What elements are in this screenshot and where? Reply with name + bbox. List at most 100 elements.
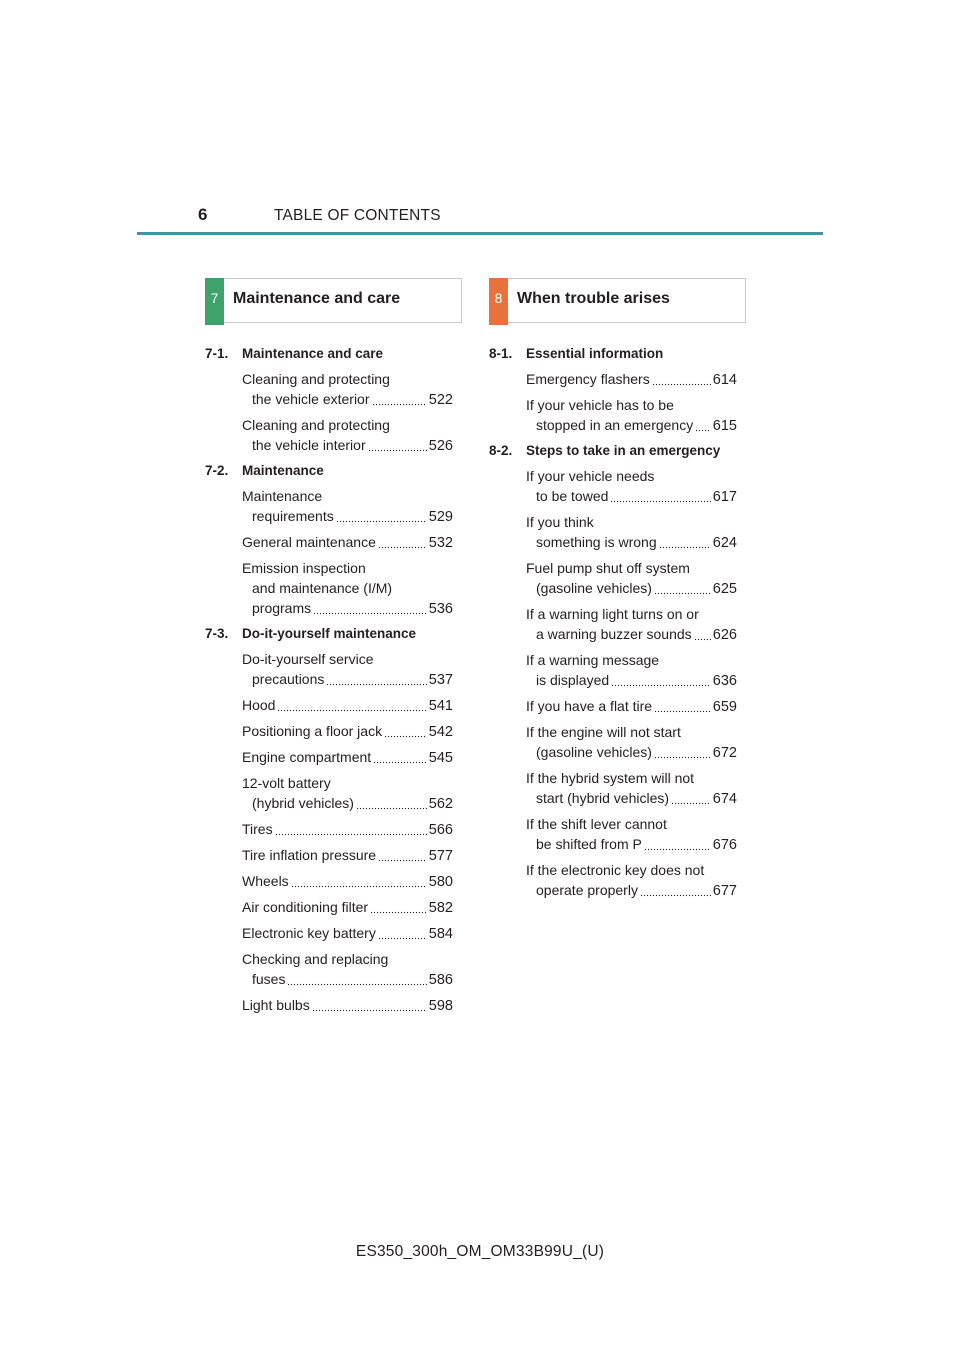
- page-ref: 541: [428, 698, 453, 714]
- toc-entry-text: to be towed: [536, 488, 609, 504]
- page-ref: 545: [428, 750, 453, 766]
- toc-entry-text: Fuel pump shut off system: [526, 560, 690, 576]
- dot-leader: [326, 672, 427, 686]
- section-7-header: 7 Maintenance and care: [205, 278, 462, 325]
- toc-entry[interactable]: 12-volt battery(hybrid vehicles)562: [242, 773, 453, 814]
- toc-entry-text: Emergency flashers: [526, 371, 650, 387]
- dot-leader: [378, 848, 427, 862]
- dot-leader: [311, 998, 427, 1012]
- toc-entry-text: stopped in an emergency: [536, 417, 694, 433]
- page-ref: 614: [712, 372, 737, 388]
- toc-entry-text: start (hybrid vehicles): [536, 790, 670, 806]
- dot-leader: [277, 698, 427, 712]
- toc-entry-text: Cleaning and protecting: [242, 417, 390, 433]
- toc-entry-text: Do-it-yourself service: [242, 651, 374, 667]
- toc-entry-text: If the electronic key does not: [526, 862, 705, 878]
- toc-entry-text: Checking and replacing: [242, 951, 389, 967]
- dot-leader: [367, 438, 427, 452]
- toc-entry[interactable]: If the hybrid system will not start (hybr…: [526, 768, 737, 809]
- subsection-number: 8-2.: [489, 443, 513, 458]
- toc-entry[interactable]: Engine compartment 545: [242, 747, 453, 768]
- dot-leader: [651, 372, 711, 386]
- dot-leader: [695, 418, 711, 432]
- page-ref: 532: [428, 535, 453, 551]
- toc-entry-text: Cleaning and protecting: [242, 371, 390, 387]
- page-ref: 522: [428, 392, 453, 408]
- subsection-heading: 7-2.Maintenance: [205, 461, 453, 481]
- toc-entry-text: Engine compartment: [242, 749, 372, 765]
- toc-entry[interactable]: Electronic key battery 584: [242, 923, 453, 944]
- toc-entry[interactable]: Checking and replacing fuses 586: [242, 949, 453, 990]
- toc-entry-text: programs: [252, 600, 312, 616]
- dot-leader: [611, 673, 711, 687]
- dot-leader: [377, 535, 427, 549]
- toc-entry-text: something is wrong: [536, 534, 657, 550]
- page-ref: 577: [428, 848, 453, 864]
- page-ref: 584: [428, 926, 453, 942]
- toc-entry-text: requirements: [252, 508, 334, 524]
- toc-entry-text: 12-volt battery: [242, 775, 331, 791]
- toc-entry-text: Positioning a floor jack: [242, 723, 383, 739]
- toc-entry-text: a warning buzzer sounds: [536, 626, 692, 642]
- page-ref: 676: [712, 837, 737, 853]
- document-id: ES350_300h_OM_OM33B99U_(U): [355, 1243, 605, 1260]
- toc-entry[interactable]: Emergency flashers 614: [526, 369, 737, 390]
- dot-leader: [377, 926, 427, 940]
- toc-entry[interactable]: Fuel pump shut off system (gasoline vehic…: [526, 558, 737, 599]
- toc-entry[interactable]: If the engine will not start(gasoline ve…: [526, 722, 737, 763]
- toc-entry-text: (hybrid vehicles): [252, 795, 354, 811]
- dot-leader: [355, 796, 427, 810]
- dot-leader: [639, 883, 711, 897]
- page-number: 6: [198, 205, 208, 224]
- toc-entry[interactable]: Positioning a floor jack 542: [242, 721, 453, 742]
- toc-entry-text: Light bulbs: [242, 997, 310, 1013]
- toc-entry-text: If the hybrid system will not: [526, 770, 695, 786]
- toc-entry-text: Wheels: [242, 873, 289, 889]
- dot-leader: [290, 874, 427, 888]
- toc-entry-text: fuses: [252, 971, 286, 987]
- dot-leader: [384, 724, 427, 738]
- page-ref: 677: [712, 883, 737, 899]
- toc-entry-text: Electronic key battery: [242, 925, 376, 941]
- page-ref: 580: [428, 874, 453, 890]
- header-rule: [137, 232, 823, 235]
- dot-leader: [654, 699, 711, 713]
- page-ref: 536: [428, 601, 453, 617]
- subsection-heading: 8-1.Essential information: [489, 344, 737, 364]
- dot-leader: [335, 509, 427, 523]
- subsection-heading: 7-3.Do-it-yourself maintenance: [205, 624, 453, 644]
- dot-leader: [671, 791, 711, 805]
- page-ref: 542: [428, 724, 453, 740]
- page-ref: 582: [428, 900, 453, 916]
- page-title: TABLE OF CONTENTS: [274, 207, 441, 224]
- subsection-heading: 8-2.Steps to take in an emergency: [489, 441, 737, 461]
- dot-leader: [693, 627, 711, 641]
- toc-entry[interactable]: Wheels 580: [242, 871, 453, 892]
- page-ref: 586: [428, 972, 453, 988]
- toc-entry-text: and maintenance (I/M): [252, 580, 393, 596]
- toc-entry-text: (gasoline vehicles): [536, 580, 652, 596]
- toc-entry-text: If a warning message: [526, 652, 660, 668]
- page-ref: 674: [712, 791, 737, 807]
